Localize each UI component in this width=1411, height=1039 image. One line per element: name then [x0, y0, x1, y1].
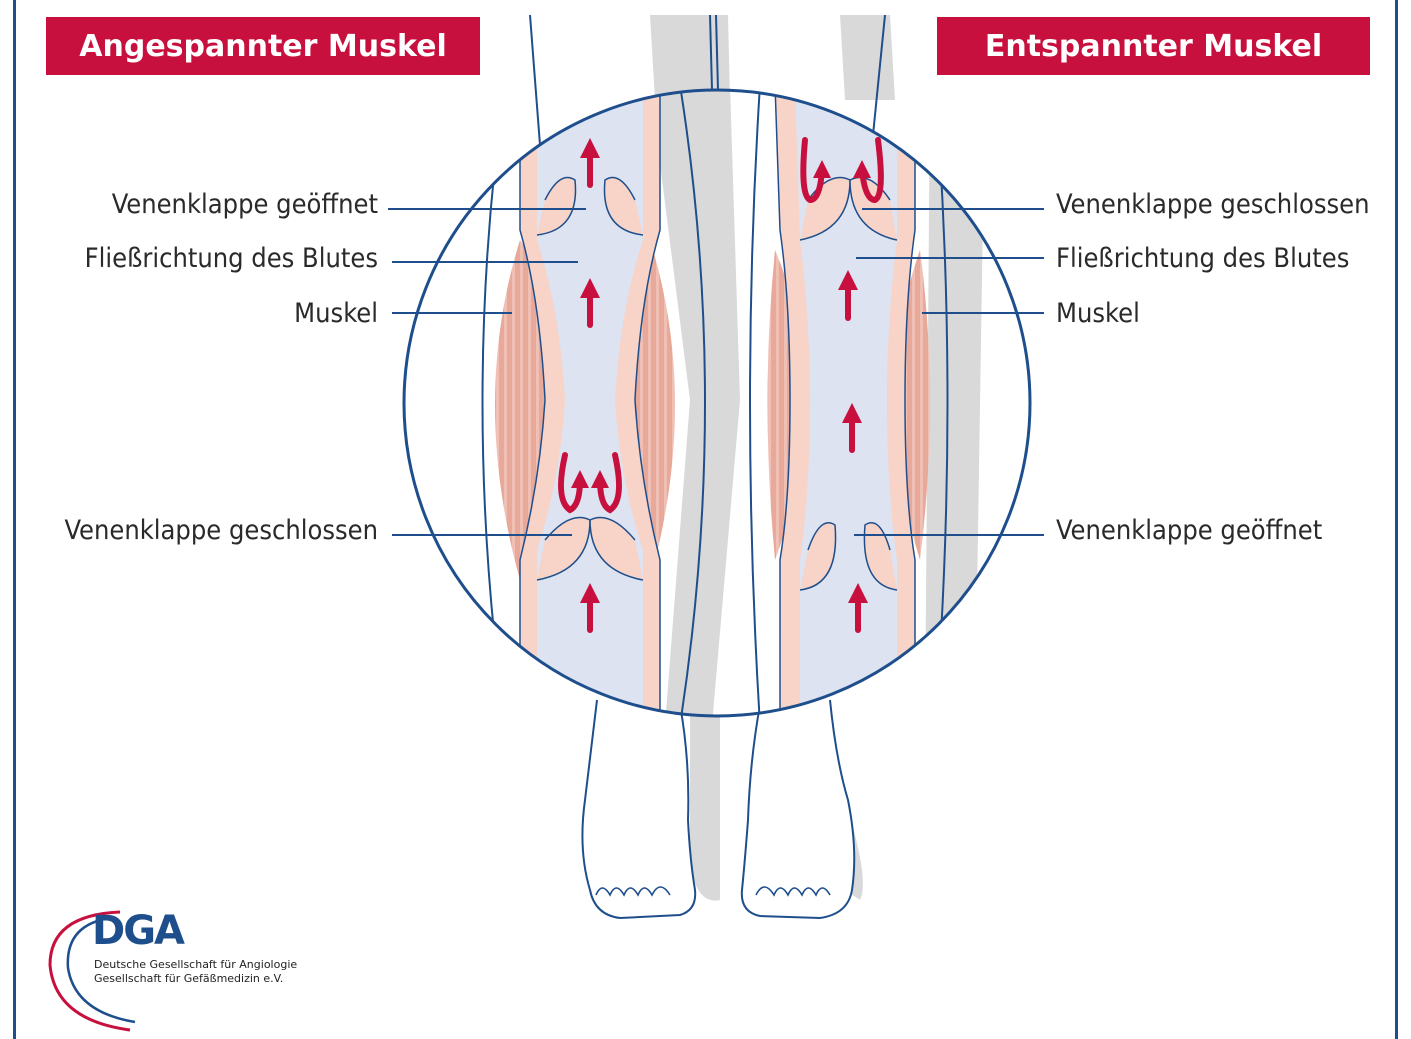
- logo-line-1: Deutsche Gesellschaft für Angiologie: [94, 958, 297, 971]
- leader-right-flow-direction: [856, 257, 1044, 259]
- leader-right-muscle: [922, 312, 1044, 314]
- leader-right-valve-closed: [862, 208, 1044, 210]
- logo-line-2: Gesellschaft für Gefäßmedizin e.V.: [94, 972, 283, 985]
- leader-left-valve-open: [388, 208, 586, 210]
- leader-right-valve-open: [854, 534, 1044, 536]
- label-right-muscle: Muskel: [1056, 298, 1140, 330]
- leader-left-muscle: [392, 312, 512, 314]
- label-right-valve-closed: Venenklappe geschlossen: [1056, 189, 1369, 221]
- label-right-valve-open: Venenklappe geöffnet: [1056, 515, 1322, 547]
- label-left-valve-open: Venenklappe geöffnet: [40, 189, 378, 221]
- header-contracted-muscle: Angespannter Muskel: [46, 17, 480, 75]
- label-left-flow-direction: Fließrichtung des Blutes: [20, 243, 378, 275]
- header-relaxed-muscle: Entspannter Muskel: [937, 17, 1370, 75]
- label-left-muscle: Muskel: [40, 298, 378, 330]
- leader-left-flow-direction: [392, 261, 578, 263]
- leader-left-valve-closed: [392, 534, 572, 536]
- label-left-valve-closed: Venenklappe geschlossen: [20, 515, 378, 547]
- dga-logo-wordmark: DGA: [92, 908, 183, 954]
- label-right-flow-direction: Fließrichtung des Blutes: [1056, 243, 1349, 275]
